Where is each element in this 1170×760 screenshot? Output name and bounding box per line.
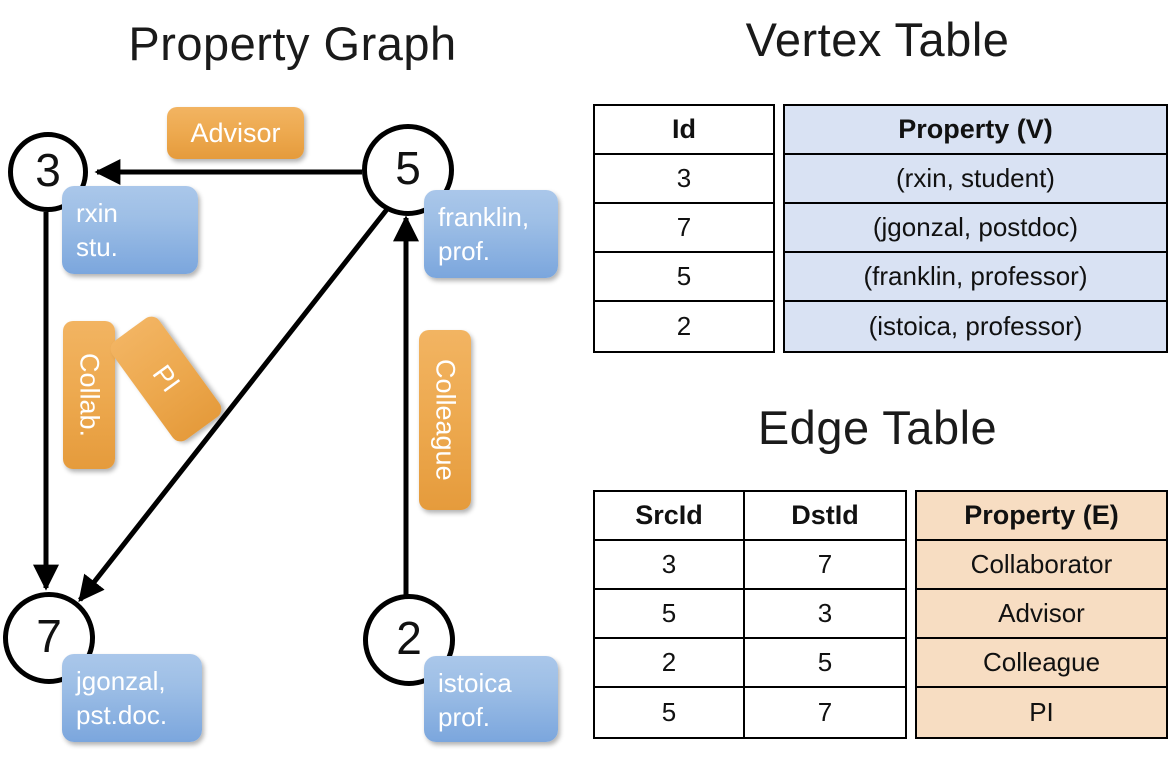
- table-cell: 7: [595, 204, 773, 253]
- table-cell: Advisor: [917, 590, 1166, 639]
- edge-label-colleague: Colleague: [419, 330, 471, 510]
- table-cell: Collaborator: [917, 541, 1166, 590]
- table-cell: (rxin, student): [785, 155, 1166, 204]
- edge-label-colleague-text: Colleague: [430, 359, 461, 481]
- edge-label-advisor-text: Advisor: [190, 117, 281, 148]
- edge-label-collab: Collab.: [63, 321, 115, 469]
- graph-node-5-role: prof.: [438, 236, 491, 267]
- edge-table-srcid-column: SrcId 3 5 2 5: [593, 490, 745, 739]
- graph-node-2[interactable]: 2: [363, 594, 455, 686]
- edge-table: SrcId 3 5 2 5 DstId 7 3 5 7 Property (E)…: [593, 490, 1168, 739]
- edge-label-pi-text: PI: [146, 359, 187, 398]
- graph-node-2-name: istoica: [438, 668, 512, 698]
- table-cell: PI: [917, 688, 1166, 737]
- graph-node-2-role: prof.: [438, 702, 491, 733]
- table-cell: 5: [661, 697, 677, 727]
- table-cell: 2: [595, 639, 743, 688]
- graph-node-2-id: 2: [396, 612, 422, 664]
- graph-node-5-id: 5: [395, 142, 421, 194]
- table-cell: Colleague: [917, 639, 1166, 688]
- vertex-table: Id 3 7 5 2 Property (V) (rxin, student) …: [593, 104, 1168, 353]
- graph-node-5[interactable]: 5: [362, 124, 454, 216]
- graph-node-7-role: pst.doc.: [76, 700, 168, 731]
- table-cell: 5: [595, 253, 773, 302]
- edge-table-dstid-column: DstId 7 3 5 7: [745, 490, 907, 739]
- page-title-edge-table: Edge Table: [757, 401, 998, 454]
- table-cell: 7: [745, 541, 905, 590]
- graph-node-5-name: franklin,: [438, 202, 530, 232]
- table-cell: 3: [595, 541, 743, 590]
- graph-node-3-role: stu.: [76, 232, 118, 263]
- vertex-table-property-column: Property (V) (rxin, student) (jgonzal, p…: [783, 104, 1168, 353]
- page-title-vertex-table: Vertex Table: [745, 13, 1010, 66]
- table-cell: 7: [817, 697, 833, 727]
- graph-node-2-property-box: istoica prof.: [424, 656, 558, 742]
- vertex-table-column-gap: [775, 104, 783, 353]
- graph-node-7-name: jgonzal,: [76, 666, 166, 696]
- graph-node-7-id: 7: [36, 610, 62, 662]
- table-cell: 3: [745, 590, 905, 639]
- graph-node-3-id: 3: [35, 144, 61, 196]
- graph-node-5-property-box: franklin, prof.: [424, 190, 558, 278]
- property-graph-diagram: 3 5 7 2 rxin stu. franklin, prof. jgonza…: [3, 107, 558, 742]
- table-cell: (franklin, professor): [785, 253, 1166, 302]
- edge-label-collab-text: Collab.: [74, 352, 105, 438]
- graph-node-3-property-box: rxin stu.: [62, 186, 198, 274]
- vertex-table-header-id: Id: [595, 106, 773, 155]
- table-cell: (jgonzal, postdoc): [785, 204, 1166, 253]
- table-cell: 5: [745, 639, 905, 688]
- edge-line-5-to-7: [78, 206, 390, 603]
- table-cell: (istoica, professor): [785, 302, 1166, 351]
- graph-edge-lines: [33, 159, 419, 603]
- table-cell: 5: [595, 590, 743, 639]
- edge-table-column-gap: [907, 490, 915, 739]
- vertex-table-id-column: Id 3 7 5 2: [593, 104, 775, 353]
- graph-node-3-name: rxin: [76, 198, 118, 228]
- table-cell: 3: [595, 155, 773, 204]
- vertex-table-header-property: Property (V): [785, 106, 1166, 155]
- page-title-property-graph: Property Graph: [128, 17, 457, 70]
- table-cell: 2: [676, 311, 692, 341]
- edge-label-advisor: Advisor: [167, 107, 304, 159]
- edge-table-header-srcid: SrcId: [595, 492, 743, 541]
- graph-node-7-property-box: jgonzal, pst.doc.: [62, 654, 202, 742]
- edge-table-header-property: Property (E): [917, 492, 1166, 541]
- edge-table-header-dstid: DstId: [745, 492, 905, 541]
- edge-table-property-column: Property (E) Collaborator Advisor Collea…: [915, 490, 1168, 739]
